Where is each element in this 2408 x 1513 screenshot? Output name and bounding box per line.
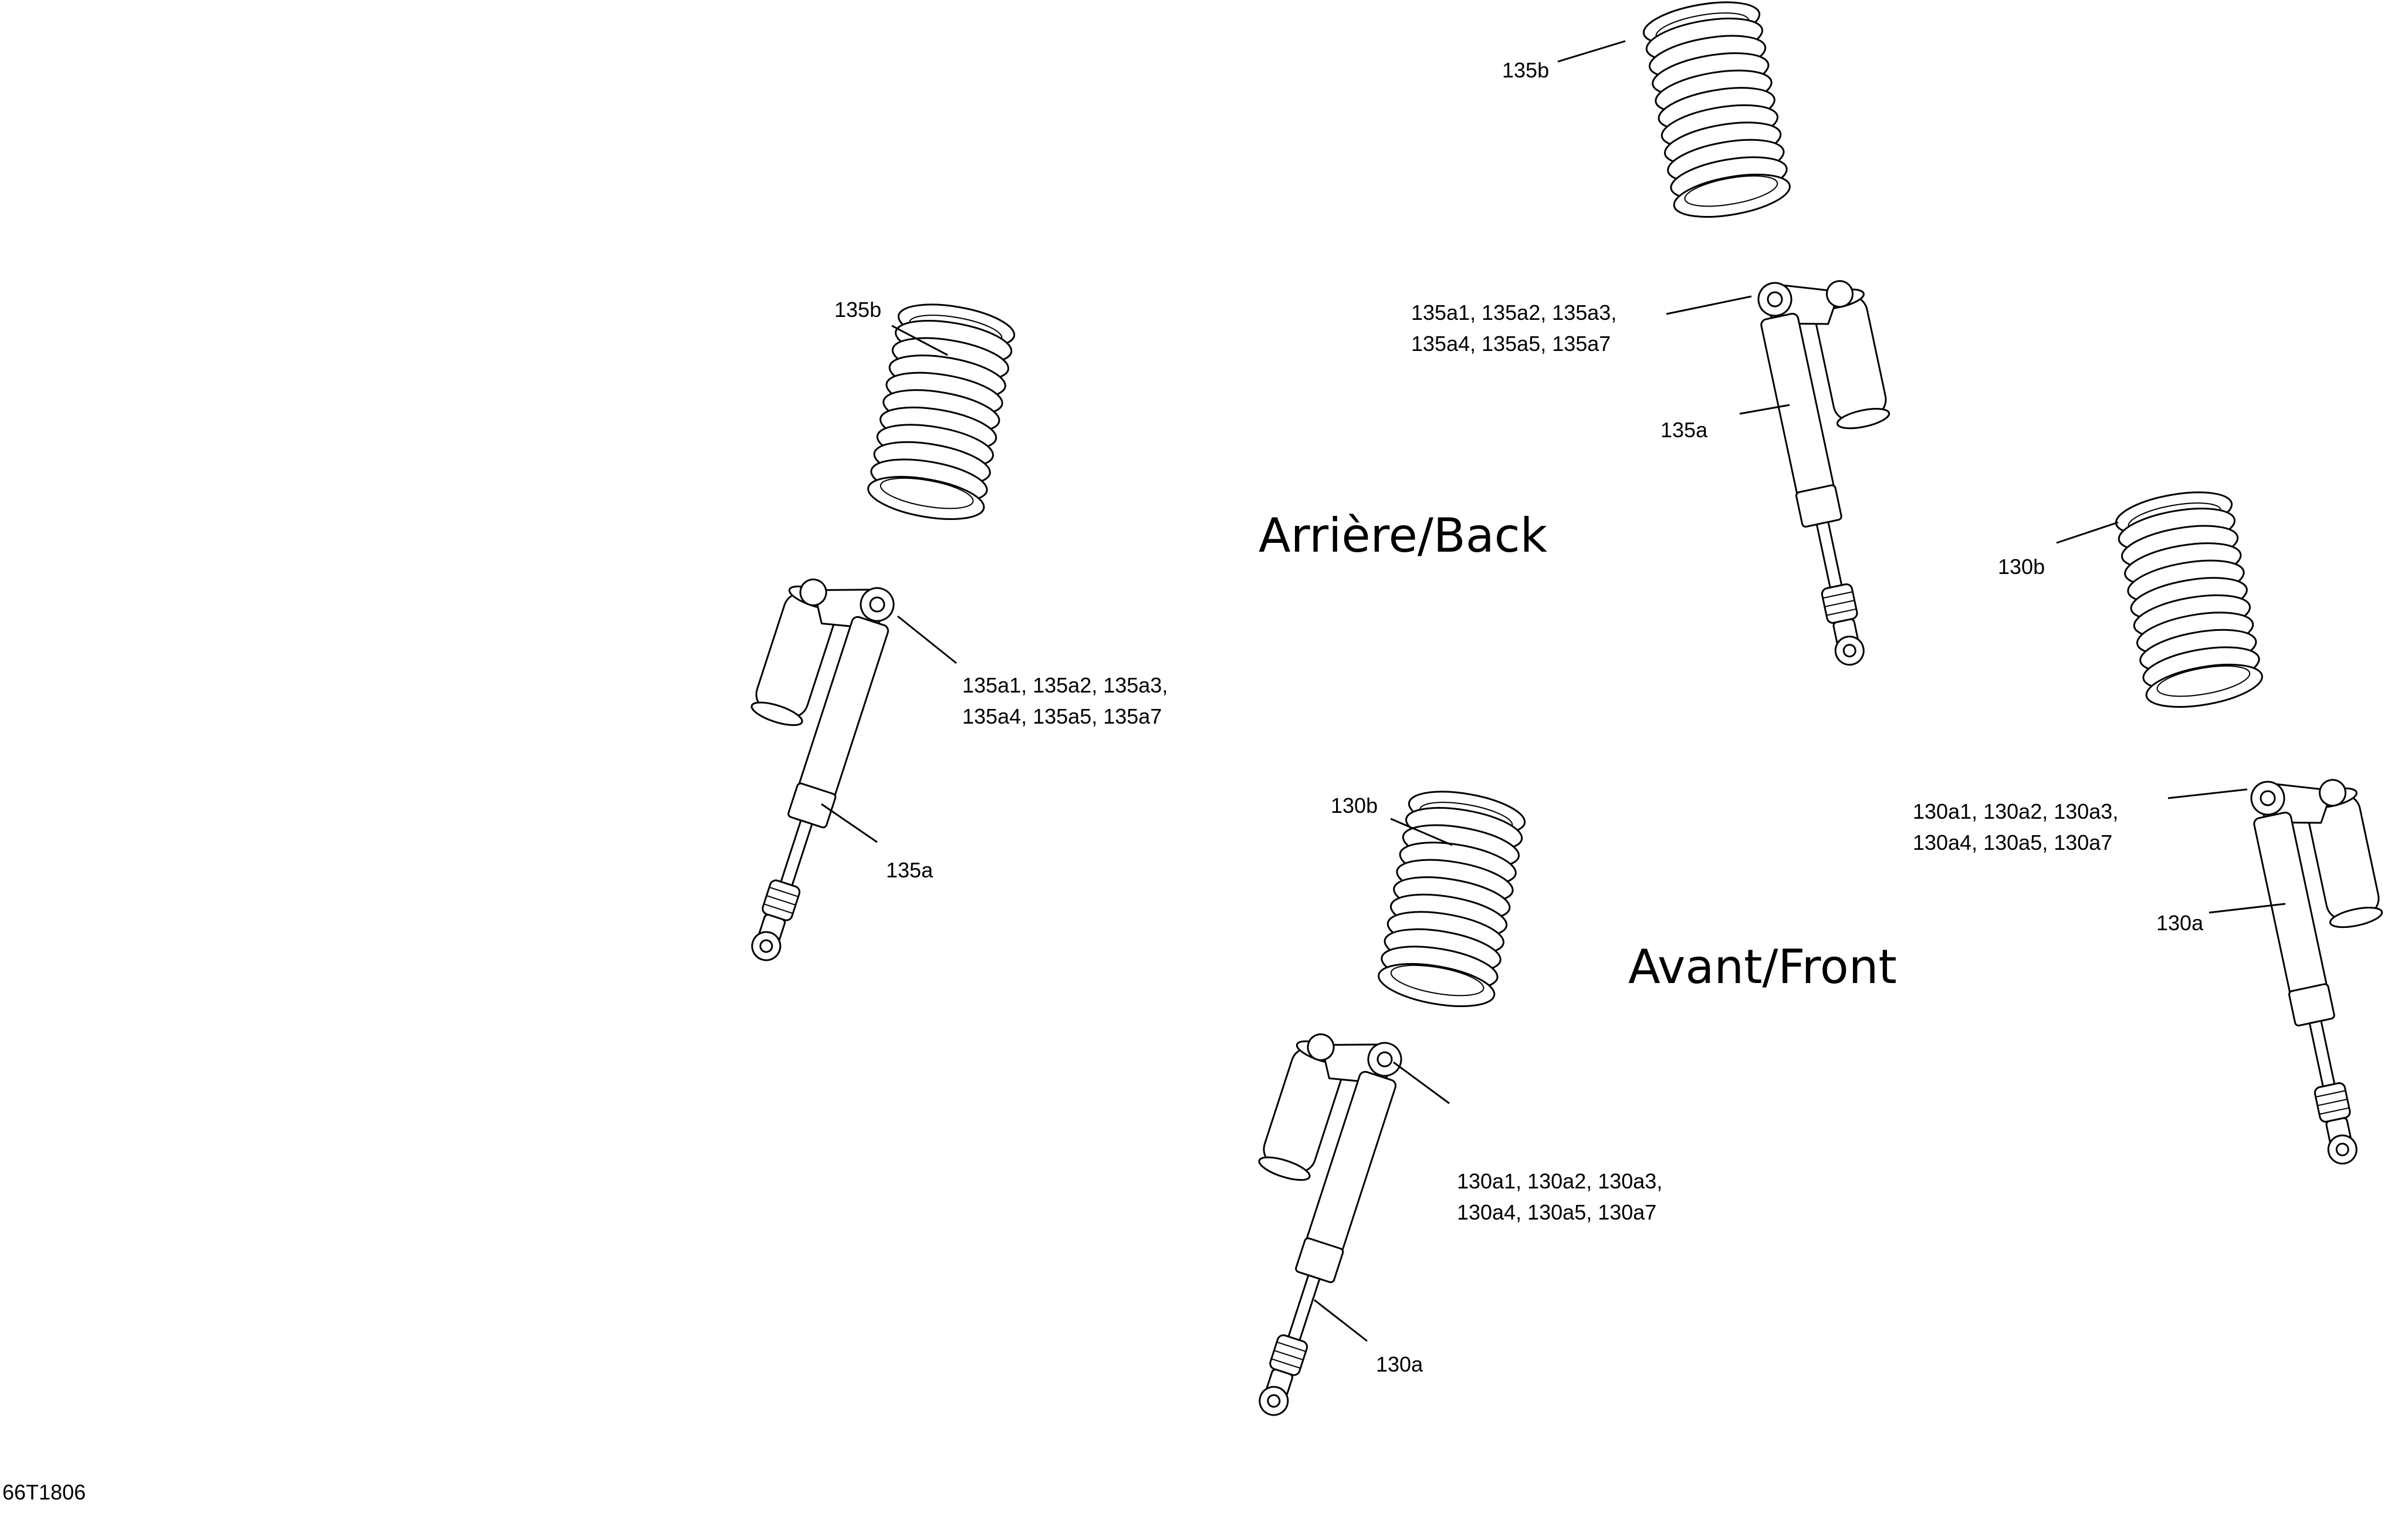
callout-rear-shock-left: 135a [886, 858, 934, 882]
front-shock-right [2244, 762, 2408, 1168]
callout-front-spring-center: 130b [1331, 793, 1378, 818]
callout-rear-spring-top: 135b [1502, 58, 1549, 82]
callout-rear-spring-left: 135b [834, 298, 881, 322]
callout-front-shock-right: 130a [2156, 911, 2204, 935]
callout-rear-hardware-left-1: 135a1, 135a2, 135a3, [962, 673, 1168, 697]
front-spring-right [2112, 484, 2267, 715]
rear-heading: Arrière/Back [1259, 508, 1548, 563]
callout-front-hardware-right-2: 130a4, 130a5, 130a7 [1913, 830, 2112, 855]
callout-front-shock-bottom: 130a [1376, 1352, 1423, 1376]
front-shock-bottom [1185, 1015, 1410, 1421]
front-spring-center [1374, 783, 1529, 1015]
callout-front-hardware-bottom-1: 130a1, 130a2, 130a3, [1457, 1169, 1662, 1193]
front-heading: Avant/Front [1628, 940, 1897, 994]
figure-code: 66T1806 [2, 1480, 86, 1504]
rear-shock-right [1751, 264, 1940, 670]
callout-rear-hardware-right-2: 135a4, 135a5, 135a7 [1411, 332, 1611, 356]
leader-lines [821, 40, 2286, 1342]
rear-spring-top [1639, 0, 1794, 225]
callout-rear-hardware-right-1: 135a1, 135a2, 135a3, [1411, 300, 1616, 325]
rear-spring-left [864, 296, 1019, 528]
rear-shock-left [677, 560, 902, 967]
callout-front-hardware-bottom-2: 130a4, 130a5, 130a7 [1457, 1200, 1656, 1224]
callout-rear-shock-right: 135a [1660, 418, 1708, 442]
callout-front-hardware-right-1: 130a1, 130a2, 130a3, [1913, 799, 2118, 823]
callout-rear-hardware-left-2: 135a4, 135a5, 135a7 [962, 704, 1162, 728]
callout-front-spring-right: 130b [1998, 555, 2045, 579]
